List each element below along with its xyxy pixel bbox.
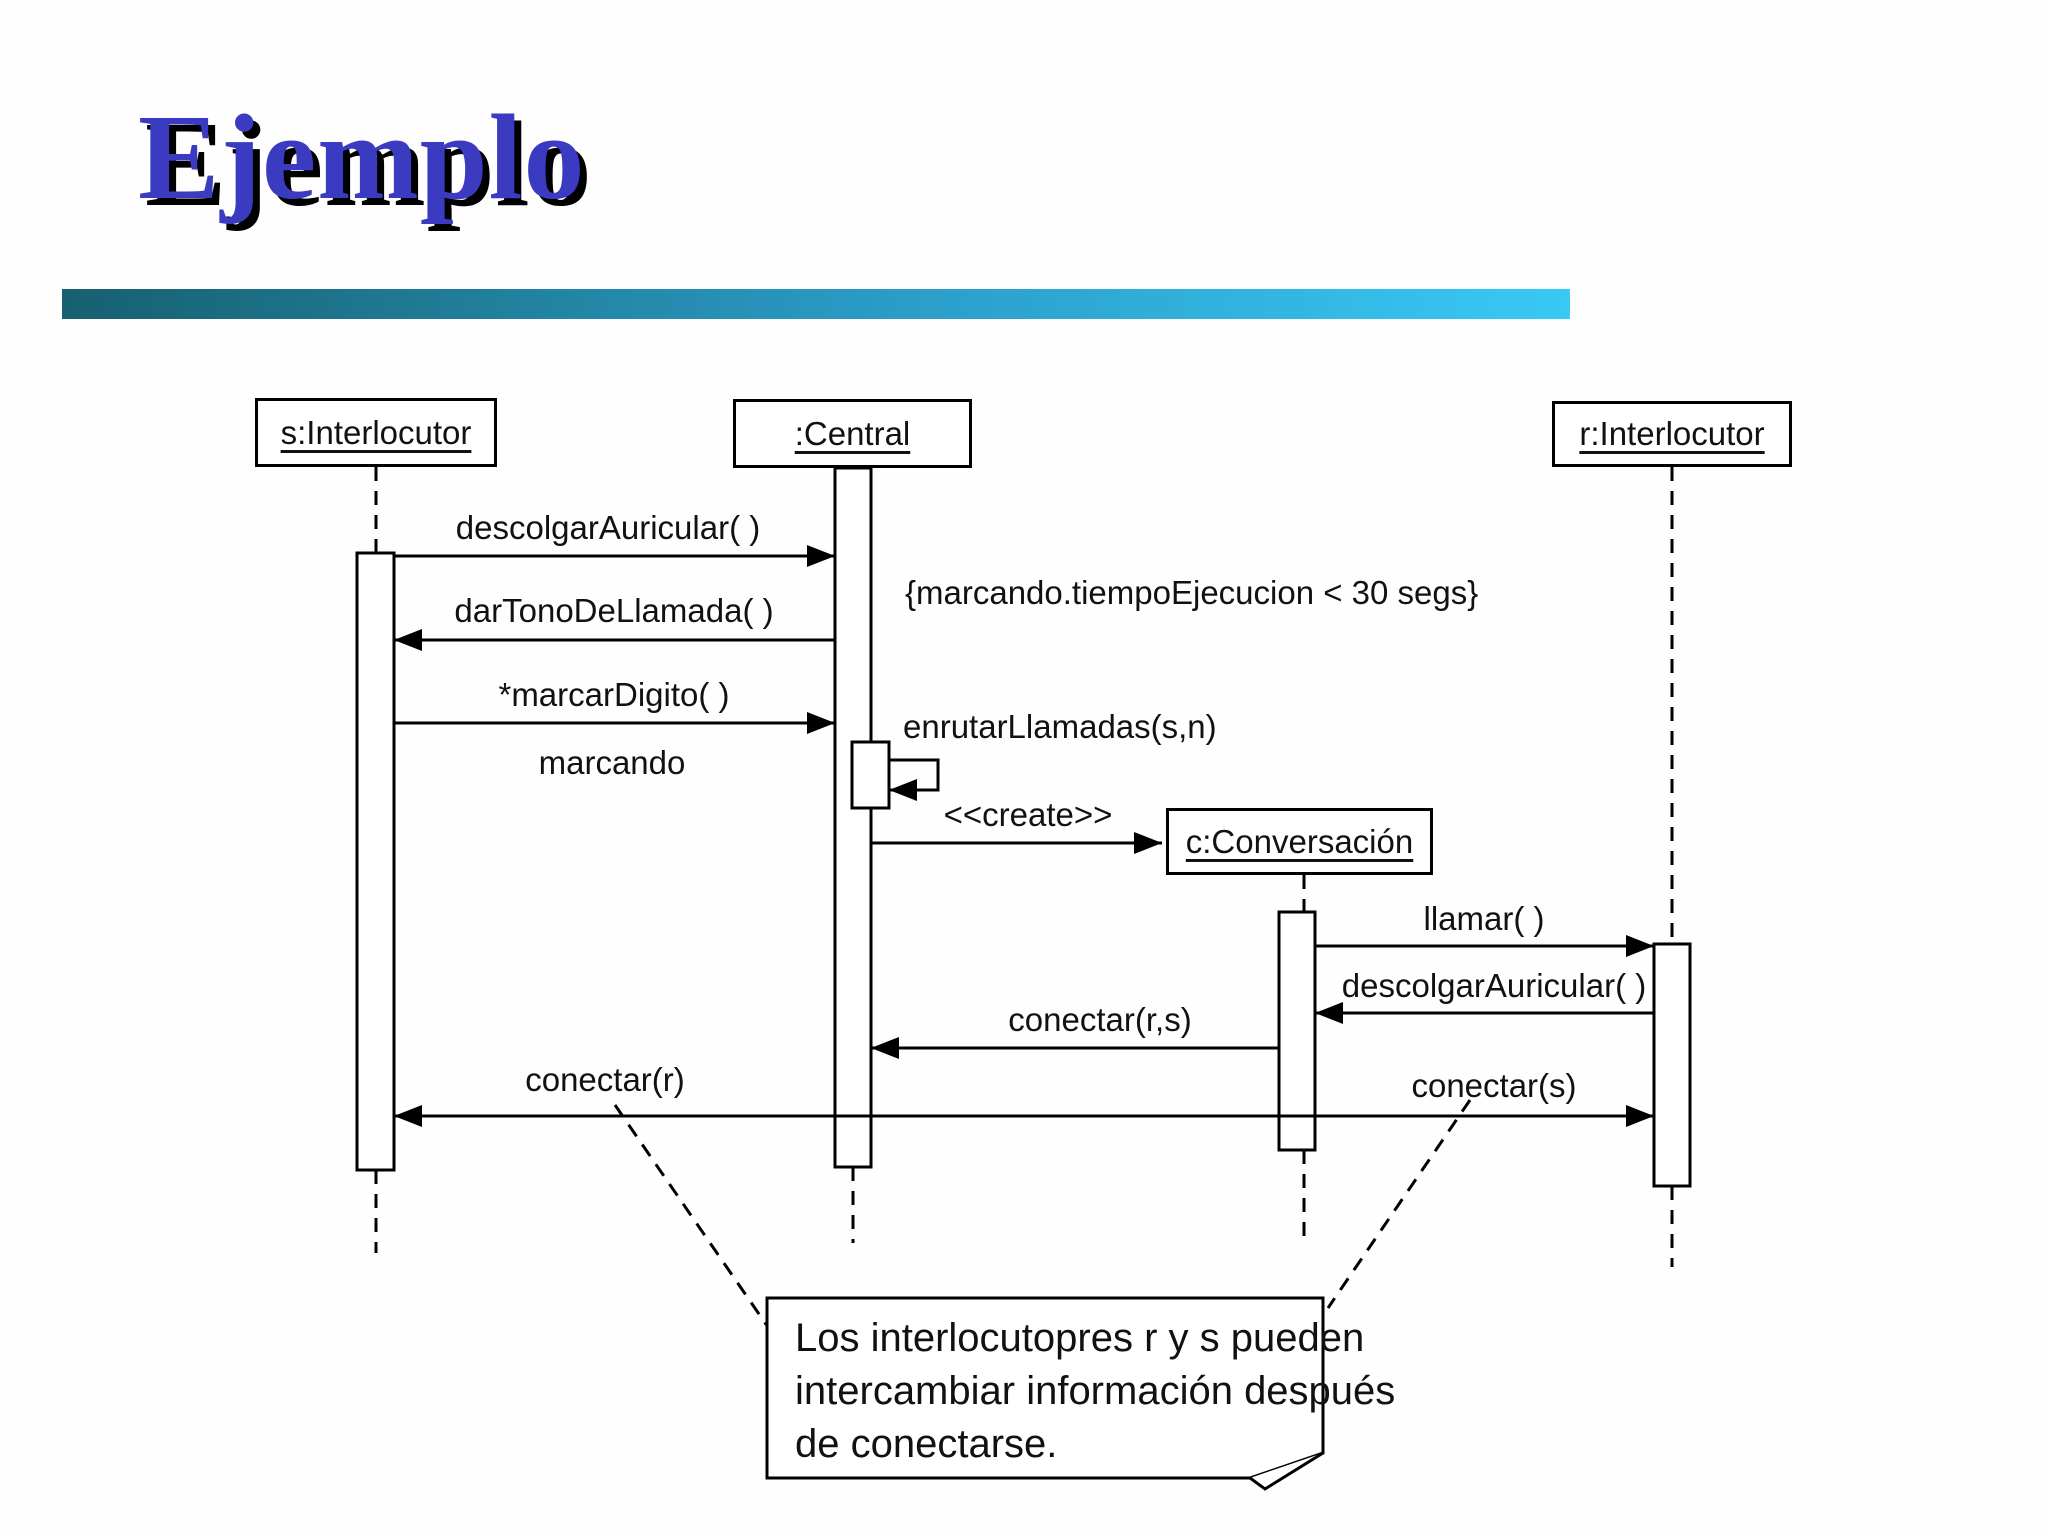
message-label-conectar-s: conectar(s) (1411, 1067, 1577, 1104)
activation-central-self (850, 740, 891, 810)
message-label-create: <<create>> (943, 796, 1113, 833)
message-label-enrutar: enrutarLlamadas(s,n) (903, 708, 1217, 745)
activation-s (355, 551, 396, 1172)
arrowhead-left-icon (889, 779, 917, 801)
arrowhead-left-icon (394, 629, 422, 651)
arrowhead-right-icon (807, 545, 835, 567)
message-label-conectar-r: conectar(r) (525, 1061, 685, 1098)
lifeline-head-r-interlocutor: r:Interlocutor (1552, 401, 1792, 467)
note-line: Los interlocutopres r y s pueden (795, 1316, 1365, 1360)
lifeline-label: :Central (794, 414, 911, 452)
message-label-descolgar-auricular-2: descolgarAuricular( ) (1341, 967, 1647, 1004)
accent-bar (62, 289, 1570, 319)
message-label-llamar: llamar( ) (1423, 900, 1545, 937)
note-line: de conectarse. (795, 1422, 1058, 1466)
arrowhead-right-icon (807, 712, 835, 734)
note-anchor-line-right (1326, 1099, 1472, 1309)
note-line: intercambiar información después (795, 1369, 1396, 1413)
lifeline-label: c:Conversación (1185, 822, 1414, 860)
arrowhead-left-icon (1315, 1002, 1343, 1024)
arrowhead-right-icon (1134, 832, 1162, 854)
activation-conversacion (1277, 910, 1317, 1152)
lifeline-label: s:Interlocutor (280, 413, 472, 451)
message-label-conectar-rs: conectar(r,s) (1008, 1001, 1192, 1038)
activation-r (1652, 942, 1692, 1188)
message-label-dar-tono: darTonoDeLlamada( ) (454, 592, 774, 629)
arrowhead-left-icon (871, 1037, 899, 1059)
lifeline-head-s-interlocutor: s:Interlocutor (255, 398, 497, 467)
arrowhead-left-icon (394, 1105, 422, 1127)
slide-title: Ejemplo (138, 90, 586, 225)
note-text: Los interlocutopres r y s pueden interca… (795, 1312, 1396, 1471)
arrowhead-right-icon (1626, 935, 1654, 957)
note-anchor-line-left (613, 1104, 772, 1331)
message-label-descolgar-auricular-1: descolgarAuricular( ) (455, 509, 761, 546)
lifeline-label: r:Interlocutor (1579, 415, 1765, 452)
lifeline-head-central: :Central (733, 399, 972, 468)
activation-central (833, 466, 873, 1169)
arrowhead-right-icon (1626, 1105, 1654, 1127)
state-label-marcando: marcando (538, 744, 686, 781)
constraint-label: {marcando.tiempoEjecucion < 30 segs} (905, 574, 1479, 611)
lifeline-head-conversacion: c:Conversación (1166, 808, 1433, 875)
message-label-marcar-digito: *marcarDigito( ) (498, 676, 730, 713)
note-fold-icon (1249, 1451, 1324, 1491)
